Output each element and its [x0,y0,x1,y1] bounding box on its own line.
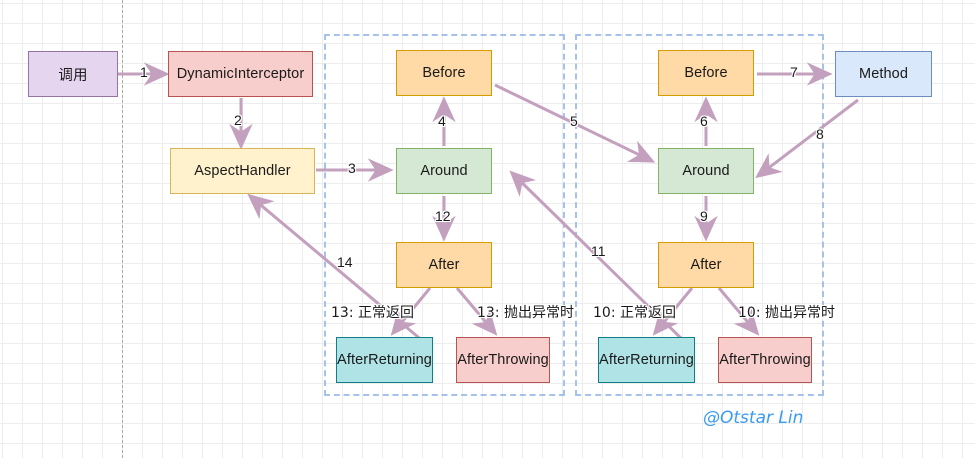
node-aspect-handler[interactable]: AspectHandler [170,148,315,194]
edge-label-1: 1 [140,64,148,80]
edge-label-8: 8 [816,126,824,142]
node-around-outer[interactable]: Around [396,148,492,194]
node-after-throwing-inner-label: AfterThrowing [719,352,811,368]
edge-label-13-throwing: 13: 抛出异常时 [477,305,574,321]
edge-label-7: 7 [790,64,798,80]
node-call-label: 调用 [58,67,88,84]
edge-label-12: 12 [435,208,451,224]
node-after-throwing-outer-label: AfterThrowing [457,352,549,368]
edge-label-2: 2 [234,112,242,128]
edge-label-6: 6 [700,113,708,129]
node-method-label: Method [859,66,908,82]
edge-label-4: 4 [438,113,446,129]
node-after-throwing-inner[interactable]: AfterThrowing [718,337,812,383]
node-dynamic-interceptor[interactable]: DynamicInterceptor [168,51,313,97]
node-around-inner[interactable]: Around [658,148,754,194]
node-after-throwing-outer[interactable]: AfterThrowing [456,337,550,383]
node-method[interactable]: Method [835,51,932,97]
node-after-returning-inner-label: AfterReturning [599,352,694,368]
node-after-outer-label: After [428,257,460,273]
node-before-inner[interactable]: Before [658,50,754,96]
node-call[interactable]: 调用 [28,51,118,97]
node-before-outer-label: Before [422,65,466,81]
page-guide-line [122,0,123,458]
edge-label-3: 3 [348,160,356,176]
node-after-returning-inner[interactable]: AfterReturning [598,337,695,383]
edge-label-11: 11 [591,243,606,259]
node-before-inner-label: Before [684,65,728,81]
edge-label-10-returning: 10: 正常返回 [593,305,676,321]
node-after-inner-label: After [690,257,722,273]
edge-label-13-returning: 13: 正常返回 [331,305,414,321]
edge-label-5: 5 [570,113,578,129]
node-aspect-handler-label: AspectHandler [194,163,291,179]
node-before-outer[interactable]: Before [396,50,492,96]
node-after-inner[interactable]: After [658,242,754,288]
edge-label-10-throwing: 10: 抛出异常时 [738,305,835,321]
node-after-returning-outer-label: AfterReturning [337,352,432,368]
node-around-inner-label: Around [682,163,730,179]
node-after-outer[interactable]: After [396,242,492,288]
edge-label-9: 9 [700,208,708,224]
edge-label-14: 14 [337,254,353,270]
node-dynamic-interceptor-label: DynamicInterceptor [176,66,305,82]
node-after-returning-outer[interactable]: AfterReturning [336,337,433,383]
node-around-outer-label: Around [420,163,468,179]
watermark-signature: @Otstar Lin [703,408,804,428]
